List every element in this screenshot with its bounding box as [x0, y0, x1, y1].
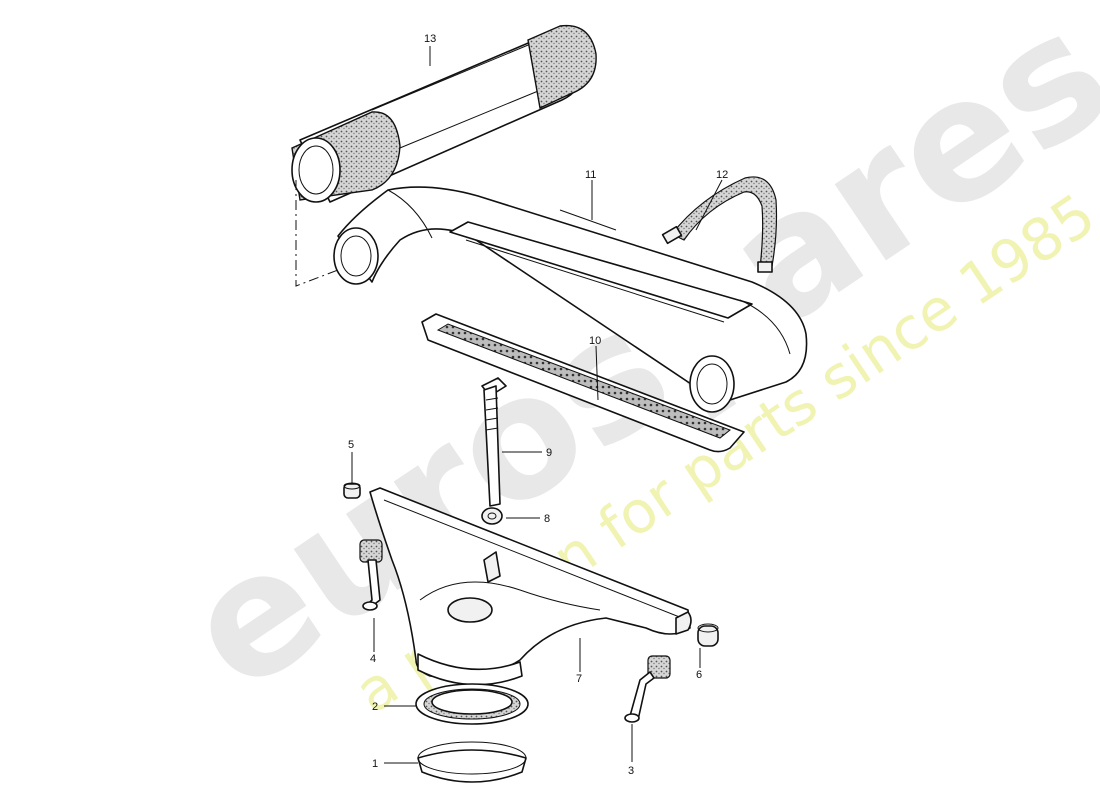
callout-11: 11: [585, 169, 596, 181]
callout-2: 2: [372, 701, 378, 713]
callout-10: 10: [589, 335, 601, 347]
callout-12: 12: [716, 169, 728, 181]
callout-5: 5: [348, 439, 354, 451]
dash-leader-13-11: [295, 180, 339, 287]
part-4-mount-bracket: [359, 539, 383, 611]
callout-3: 3: [628, 765, 634, 777]
part-13-intake-tube: [291, 24, 597, 203]
part-10-gasket: [421, 313, 745, 453]
callout-7: 7: [576, 673, 582, 685]
callout-8: 8: [544, 513, 550, 525]
part-9-bolt: [481, 377, 507, 507]
callout-13: 13: [424, 33, 436, 45]
part-11-air-duct: [333, 186, 808, 413]
part-8-washer: [481, 507, 503, 525]
part-1-clamp-ring: [417, 741, 527, 783]
part-12-strap: [661, 176, 778, 273]
callout-4: 4: [370, 653, 376, 665]
callout-1: 1: [372, 758, 378, 770]
part-2-seal-ring: [415, 683, 529, 725]
callouts: 13 11 12 10 9 8 5 4 7 6 2 1 3: [348, 33, 728, 777]
callout-6: 6: [696, 669, 702, 681]
part-7-lower-housing: [369, 487, 692, 686]
part-6-plug: [697, 623, 719, 647]
leader-lines: [351, 46, 723, 764]
callout-9: 9: [546, 447, 552, 459]
part-5-cap: [343, 482, 361, 499]
part-3-mount-bracket: [624, 655, 671, 723]
